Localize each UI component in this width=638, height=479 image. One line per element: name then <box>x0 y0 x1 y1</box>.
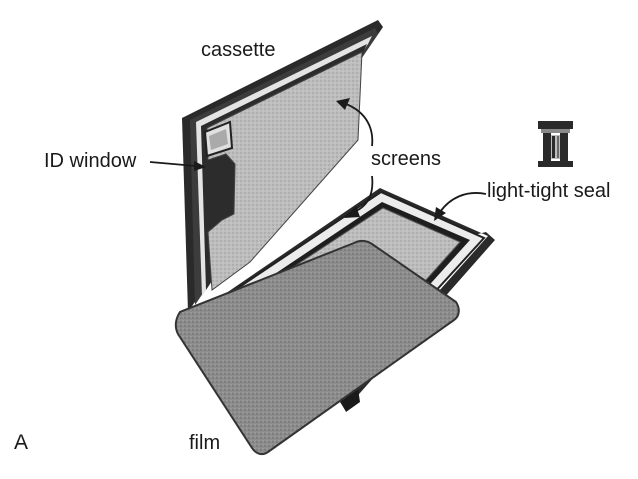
label-screens: screens <box>371 148 442 170</box>
label-film: film <box>189 432 221 454</box>
panel-letter: A <box>14 431 29 454</box>
seal-leader-arrow <box>434 192 487 221</box>
label-cassette: cassette <box>201 39 276 61</box>
id-window-leader-arrow <box>149 161 206 171</box>
upper-screen <box>206 51 363 291</box>
id-window <box>203 120 234 158</box>
screens-upper-arrow <box>336 98 374 147</box>
film-sheet <box>174 239 460 456</box>
seal-cross-section-icon <box>538 121 573 167</box>
label-id-window: ID window <box>44 150 137 172</box>
label-light-tight-seal: light-tight seal <box>487 180 611 202</box>
screens-lower-arrow <box>344 175 374 218</box>
